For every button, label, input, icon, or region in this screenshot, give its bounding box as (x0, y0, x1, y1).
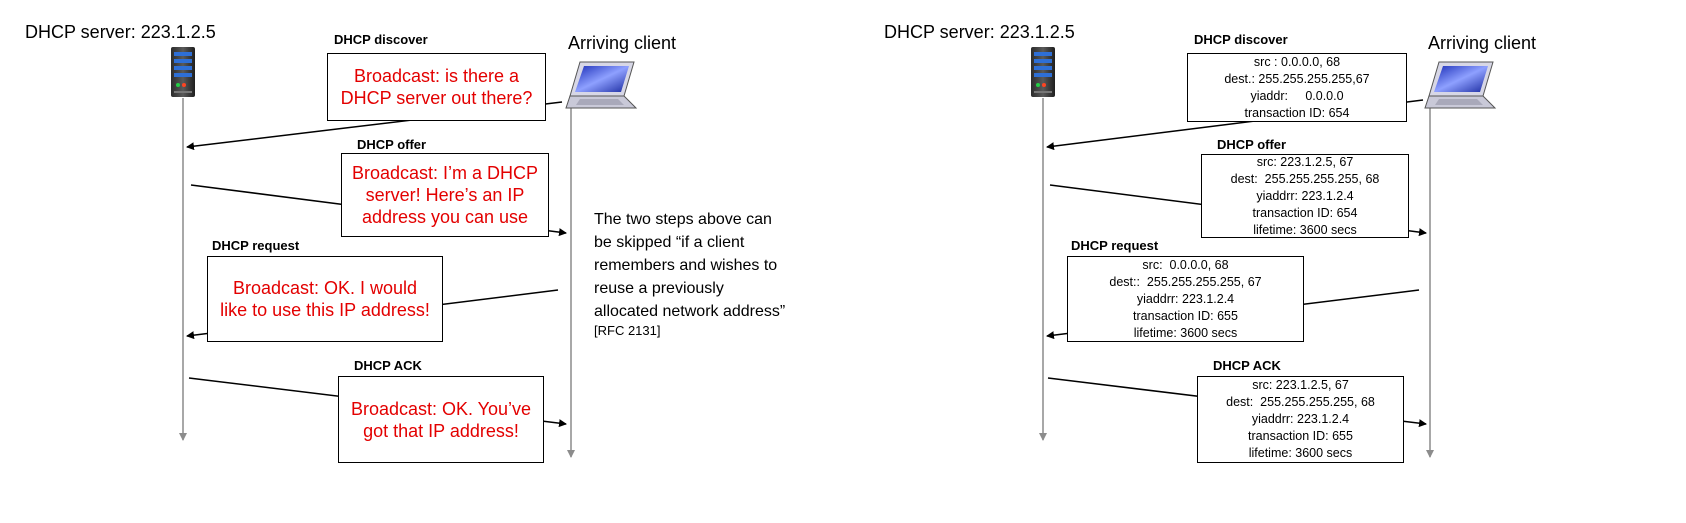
message-line: transaction ID: 655 (1248, 429, 1353, 443)
message-line: lifetime: 3600 secs (1248, 446, 1353, 460)
left-ack-message: Broadcast: OK. You’ve got that IP addres… (338, 376, 544, 463)
right-request-message: src: 0.0.0.0, 68 dest:: 255.255.255.255,… (1067, 256, 1304, 342)
right-offer-step: DHCP offer (1217, 137, 1287, 152)
message-line: transaction ID: 654 (1244, 105, 1350, 120)
right-client-label: Arriving client (1428, 33, 1537, 53)
right-request-step: DHCP request (1071, 238, 1159, 253)
left-request-message: Broadcast: OK. I would like to use this … (207, 256, 443, 342)
left-ack-step: DHCP ACK (354, 358, 422, 373)
note-line: remembers and wishes to (594, 257, 778, 274)
message-line: yiaddrr: 223.1.2.4 (1136, 291, 1235, 306)
message-line: yiaddr: 0.0.0.0 (1250, 88, 1344, 103)
laptop-icon (565, 61, 637, 109)
message-line: yiaddrr: 223.1.2.4 (1256, 188, 1354, 203)
message-line: transaction ID: 654 (1252, 205, 1358, 220)
left-discover-message: Broadcast: is there a DHCP server out th… (327, 53, 546, 121)
note-line: reuse a previously (594, 280, 724, 297)
laptop-icon (1424, 61, 1496, 109)
message-line: dest.: 255.255.255.255,67 (1224, 71, 1370, 86)
message-line: dest:: 255.255.255.255, 67 (1109, 274, 1262, 289)
message-line: src: 0.0.0.0, 68 (1142, 257, 1229, 272)
left-server-label: DHCP server: 223.1.2.5 (25, 22, 216, 42)
right-ack-step: DHCP ACK (1213, 358, 1281, 373)
message-line: yiaddrr: 223.1.2.4 (1251, 412, 1350, 426)
note-line: The two steps above can (594, 211, 772, 228)
message-line: address you can use (361, 207, 529, 227)
message-line: Broadcast: OK. You’ve (350, 398, 532, 419)
right-discover-message: src : 0.0.0.0, 68 dest.: 255.255.255.255… (1187, 53, 1407, 122)
left-discover-step: DHCP discover (334, 32, 428, 47)
message-line: got that IP address! (363, 420, 519, 441)
message-line: dest: 255.255.255.255, 68 (1226, 395, 1375, 409)
message-line: dest: 255.255.255.255, 68 (1230, 171, 1380, 186)
message-line: src: 223.1.2.5, 67 (1256, 154, 1354, 169)
message-line: lifetime: 3600 secs (1253, 222, 1357, 237)
note-line: be skipped “if a client (594, 234, 745, 251)
left-offer-step: DHCP offer (357, 137, 427, 152)
server-tower-icon (171, 47, 195, 97)
message-line: src : 0.0.0.0, 68 (1253, 54, 1341, 69)
message-line: lifetime: 3600 secs (1133, 325, 1238, 340)
right-offer-message: src: 223.1.2.5, 67 dest: 255.255.255.255… (1201, 154, 1409, 238)
message-line: server! Here’s an IP (365, 185, 525, 205)
note-line: allocated network address” (594, 303, 786, 320)
message-line: transaction ID: 655 (1133, 308, 1238, 323)
left-client-label: Arriving client (568, 33, 677, 53)
left-request-step: DHCP request (212, 238, 300, 253)
message-line: like to use this IP address! (220, 300, 430, 320)
right-ack-message: src: 223.1.2.5, 67 dest: 255.255.255.255… (1197, 376, 1404, 463)
message-line: DHCP server out there? (340, 88, 533, 108)
message-line: Broadcast: OK. I would (232, 278, 418, 298)
right-server-label: DHCP server: 223.1.2.5 (884, 22, 1075, 42)
message-line: Broadcast: is there a (353, 66, 520, 86)
skip-note: The two steps above can be skipped “if a… (594, 208, 785, 338)
right-discover-step: DHCP discover (1194, 32, 1288, 47)
message-line: src: 223.1.2.5, 67 (1252, 378, 1349, 392)
server-tower-icon (1031, 47, 1055, 97)
rfc-reference: [RFC 2131] (594, 323, 661, 338)
left-offer-message: Broadcast: I’m a DHCP server! Here’s an … (341, 153, 549, 237)
message-line: Broadcast: I’m a DHCP (351, 163, 539, 183)
